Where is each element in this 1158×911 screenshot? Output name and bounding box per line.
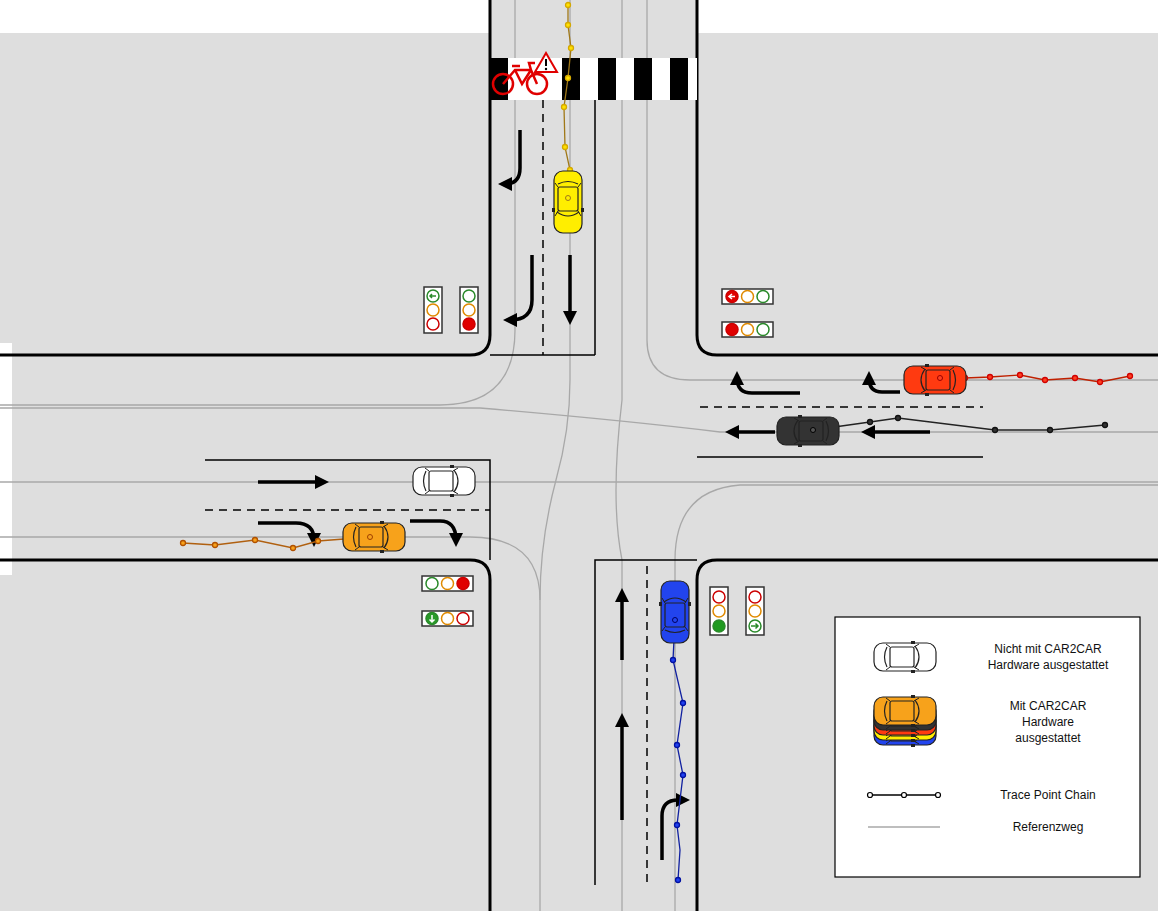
legend-label: Mit CAR2CAR Hardware ausgestattet (998, 698, 1098, 746)
legend-label: Trace Point Chain (973, 787, 1123, 803)
legend-label: Nicht mit CAR2CAR Hardware ausgestattet (982, 641, 1114, 673)
legend-label: Referenzweg (973, 819, 1123, 835)
